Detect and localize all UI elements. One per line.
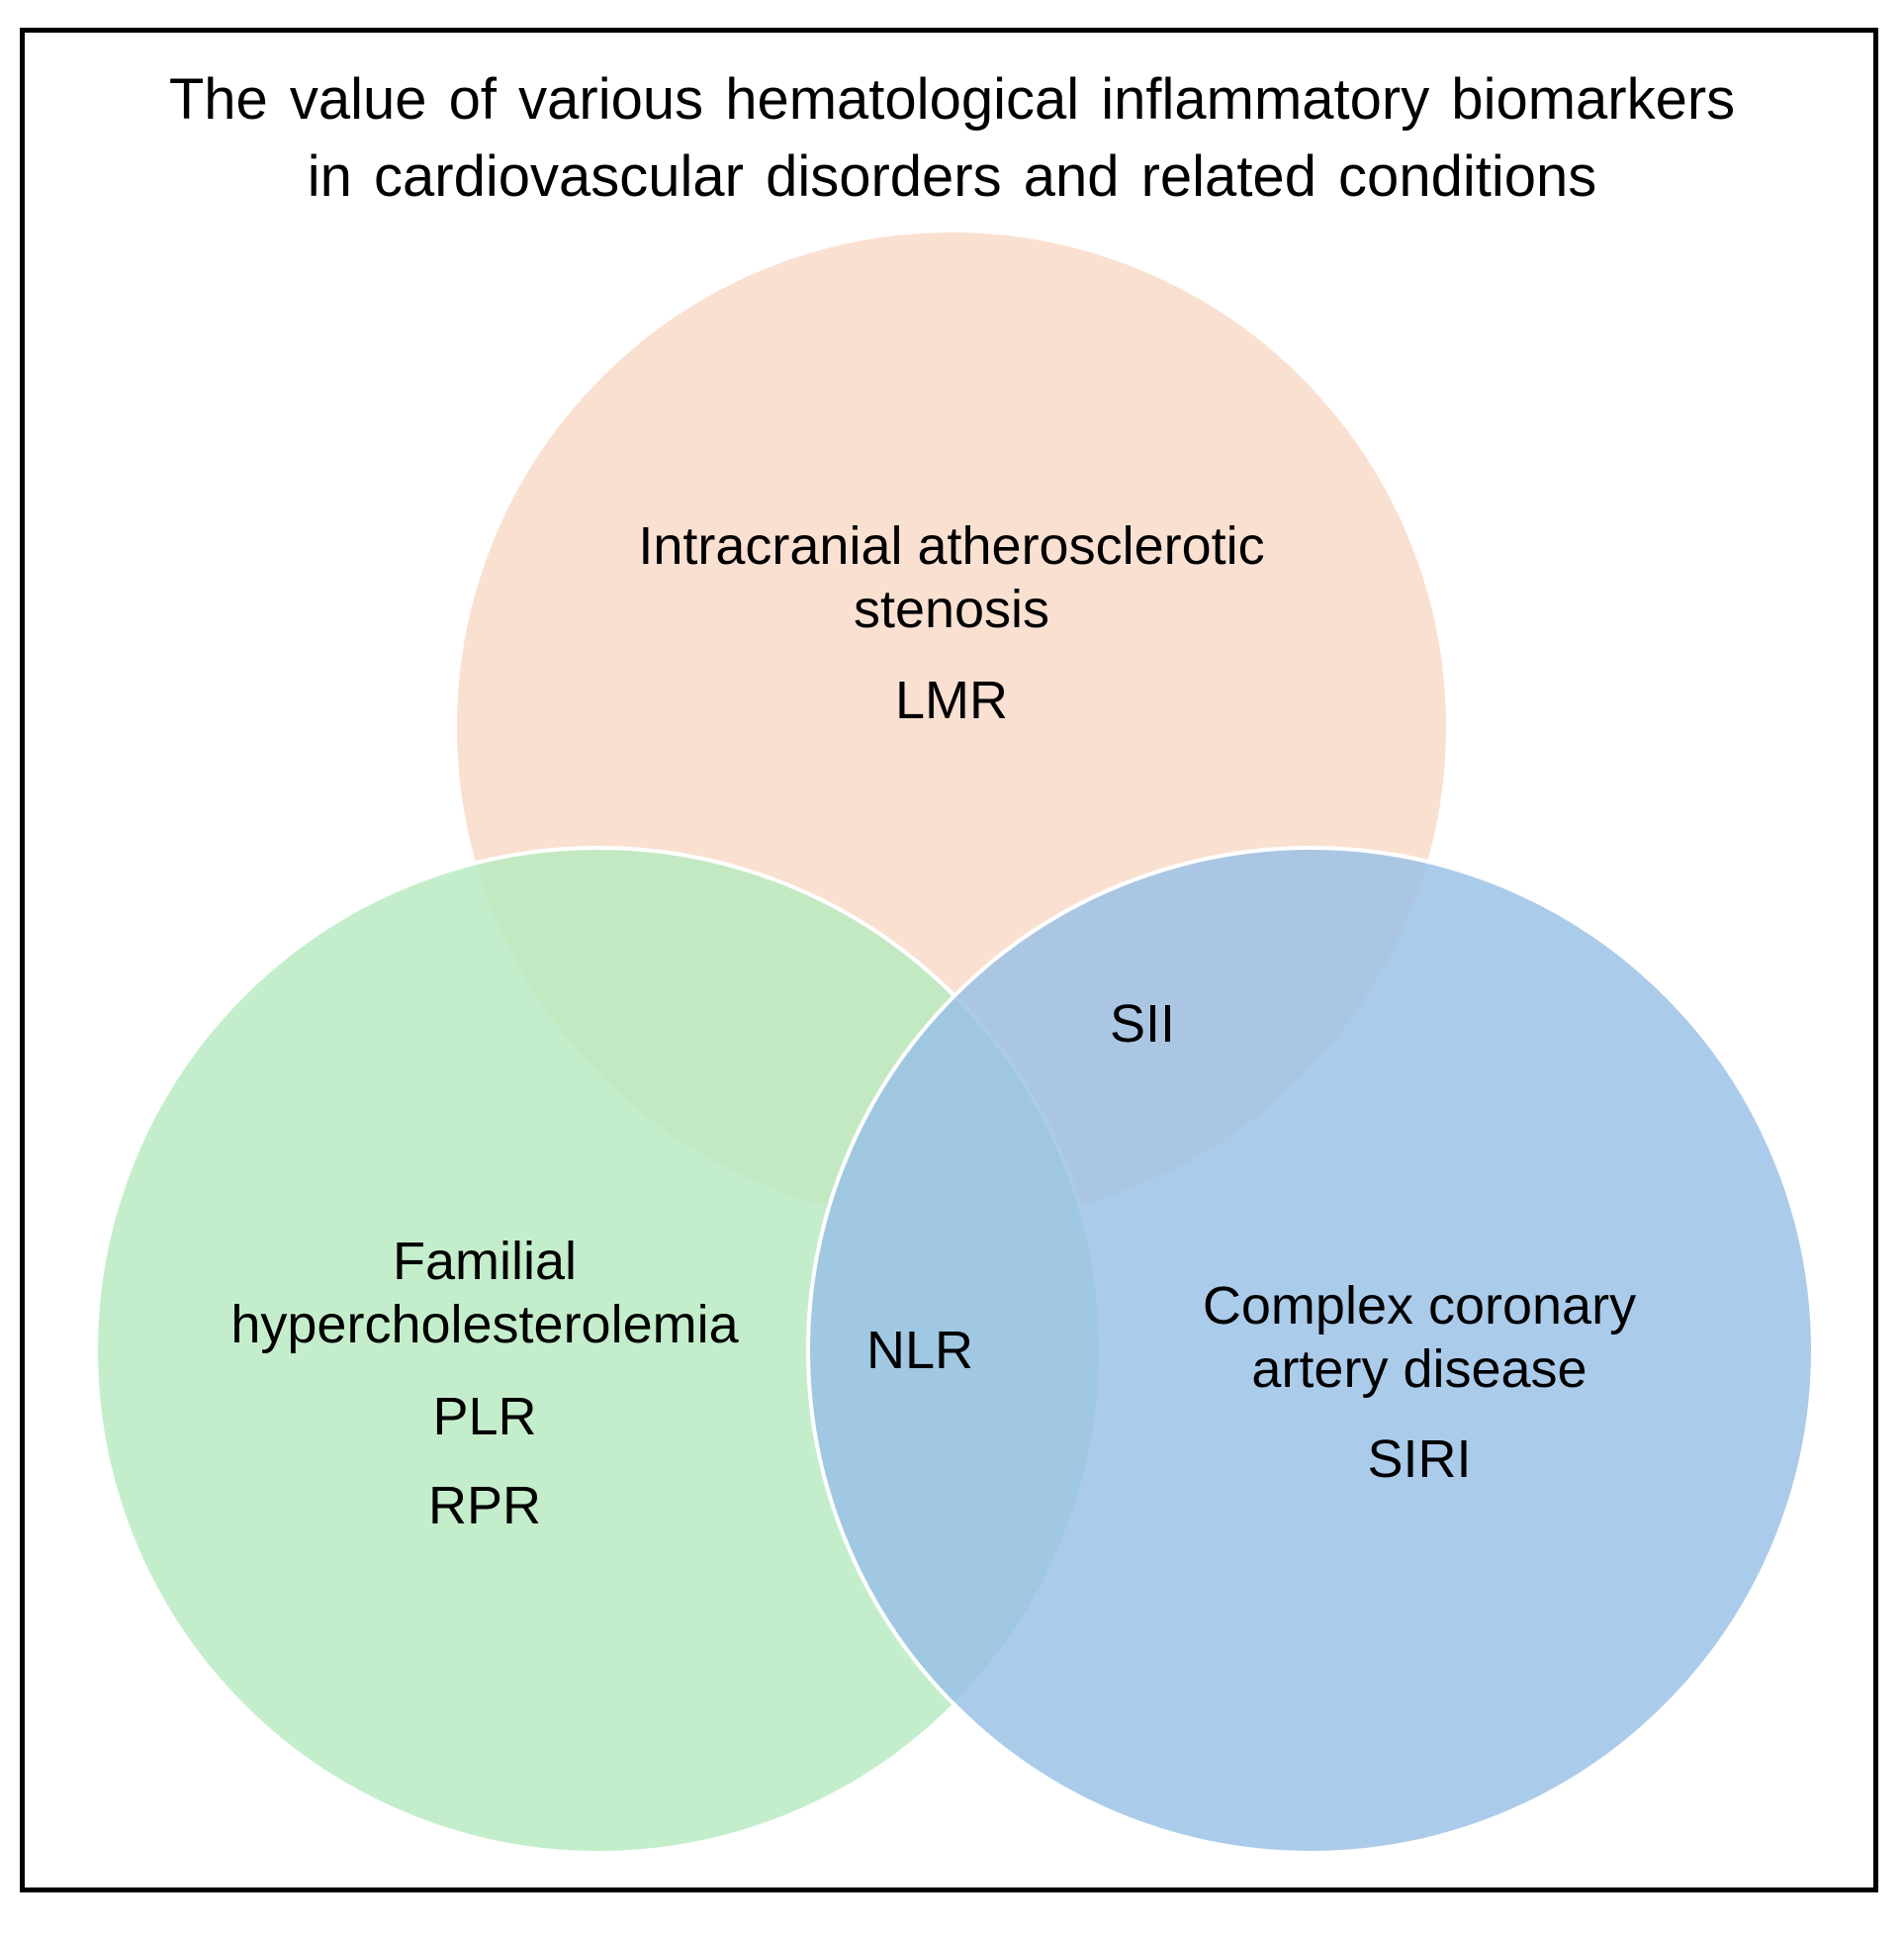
label-cad-line-2: artery disease — [1251, 1339, 1587, 1399]
label-intracranial-line-2: stenosis — [853, 580, 1050, 639]
marker-lmr: LMR — [894, 671, 1008, 730]
label-intracranial-line-1: Intracranial atherosclerotic — [638, 516, 1265, 576]
marker-nlr: NLR — [865, 1321, 974, 1380]
label-familial-hypercholesterolemia: Familial hypercholesterolemia — [138, 1230, 831, 1356]
marker-rpr: RPR — [427, 1476, 541, 1535]
label-cad-line-1: Complex coronary — [1202, 1276, 1637, 1335]
marker-siri: SIRI — [1367, 1429, 1472, 1489]
marker-sii: SII — [1109, 994, 1176, 1054]
label-familial-line-1: Familial — [392, 1232, 578, 1291]
marker-plr: PLR — [432, 1387, 537, 1446]
circle-complex-cad — [806, 846, 1815, 1855]
figure-title: The value of various hematological infla… — [40, 61, 1864, 216]
figure-title-line-1: The value of various hematological infla… — [168, 67, 1736, 132]
label-complex-cad: Complex coronary artery disease — [1073, 1274, 1766, 1401]
label-intracranial-stenosis: Intracranial atherosclerotic stenosis — [556, 514, 1347, 641]
label-familial-line-2: hypercholesterolemia — [230, 1295, 739, 1354]
figure-title-line-2: in cardiovascular disorders and related … — [307, 144, 1597, 209]
